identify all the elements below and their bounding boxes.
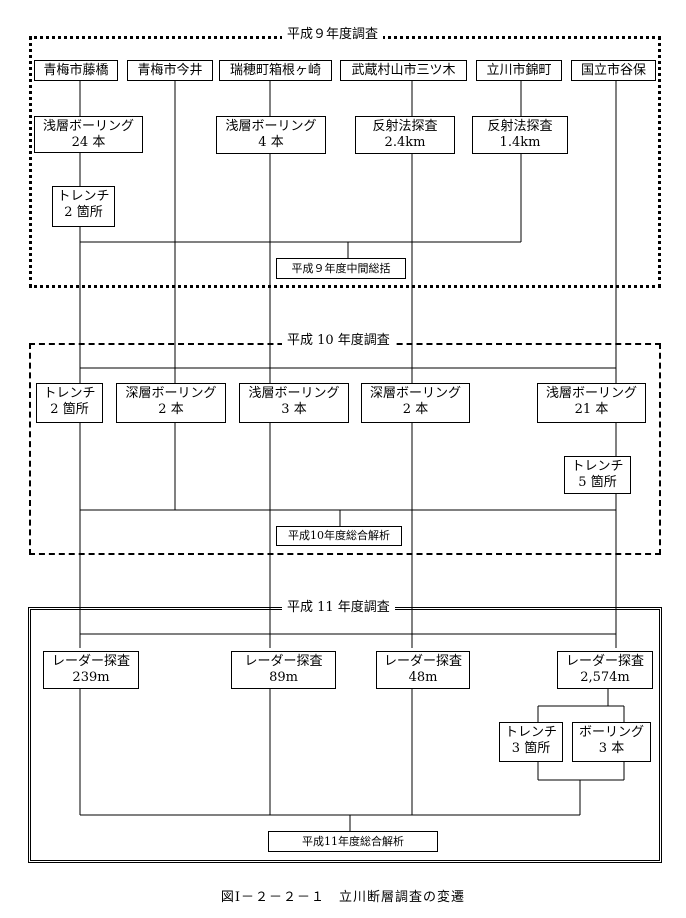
survey-box: 浅層ボーリング 4 本	[216, 116, 326, 154]
survey-quantity: 2 箇所	[64, 205, 103, 220]
site-box: 青梅市今井	[127, 60, 213, 81]
survey-quantity: 2 本	[158, 402, 184, 417]
fy11-section-title: 平成 11 年度調査	[282, 600, 395, 616]
survey-box: 浅層ボーリング 21 本	[537, 383, 646, 423]
survey-quantity: 2.4km	[384, 135, 426, 150]
survey-method: トレンチ	[571, 459, 624, 474]
survey-box: レーダー探査 239m	[43, 651, 139, 689]
survey-quantity: 4 本	[258, 135, 284, 150]
survey-box: レーダー探査 2,574m	[557, 651, 653, 689]
fy10-summary-box: 平成10年度総合解析	[276, 526, 402, 546]
survey-quantity: 1.4km	[499, 135, 541, 150]
survey-quantity: 2 箇所	[50, 402, 89, 417]
survey-box: 浅層ボーリング 24 本	[34, 116, 143, 153]
survey-box: 浅層ボーリング 3 本	[239, 383, 349, 423]
fy9-section-title: 平成９年度調査	[282, 27, 384, 43]
figure-caption: 図Ⅰ－２－２－１ 立川断層調査の変遷	[220, 890, 466, 905]
survey-box: ボーリング 3 本	[572, 722, 651, 762]
summary-label: 平成11年度総合解析	[302, 835, 404, 848]
survey-method: レーダー探査	[51, 654, 130, 669]
fy11-summary-box: 平成11年度総合解析	[268, 831, 438, 852]
survey-method: トレンチ	[43, 386, 96, 401]
survey-method: 反射法探査	[372, 119, 438, 134]
summary-label: 平成10年度総合解析	[288, 529, 390, 542]
site-name: 青梅市今井	[137, 63, 203, 78]
site-name: 武蔵村山市三ツ木	[351, 63, 456, 78]
survey-quantity: 21 本	[574, 402, 609, 417]
fy9-interim-summary-box: 平成９年度中間総括	[276, 258, 406, 279]
survey-method: 浅層ボーリング	[225, 119, 317, 134]
summary-label: 平成９年度中間総括	[291, 262, 391, 275]
survey-method: 反射法探査	[487, 119, 553, 134]
fy10-section-title: 平成 10 年度調査	[282, 333, 395, 349]
survey-method: 浅層ボーリング	[42, 119, 134, 134]
survey-method: 深層ボーリング	[125, 386, 217, 401]
survey-method: レーダー探査	[565, 654, 644, 669]
survey-method: レーダー探査	[244, 654, 323, 669]
survey-box: レーダー探査 89m	[231, 651, 336, 689]
survey-method: 深層ボーリング	[369, 386, 461, 401]
survey-quantity: 3 箇所	[511, 741, 551, 756]
survey-method: 浅層ボーリング	[248, 386, 340, 401]
survey-quantity: 5 箇所	[578, 475, 617, 490]
site-name: 瑞穂町箱根ヶ崎	[229, 63, 321, 78]
site-box: 国立市谷保	[571, 60, 656, 81]
survey-quantity: 48m	[408, 670, 438, 685]
site-box: 青梅市藤橋	[34, 60, 118, 81]
survey-box: 反射法探査 1.4km	[472, 116, 568, 154]
survey-box: 反射法探査 2.4km	[355, 116, 455, 154]
fy11-survey-frame	[28, 607, 662, 863]
survey-box: トレンチ 5 箇所	[564, 456, 631, 494]
survey-quantity: 3 本	[598, 741, 625, 756]
survey-box: 深層ボーリング 2 本	[116, 383, 226, 423]
survey-quantity: 239m	[72, 670, 110, 685]
survey-method: レーダー探査	[383, 654, 462, 669]
site-name: 立川市錦町	[486, 63, 552, 78]
survey-method: トレンチ	[57, 189, 110, 204]
site-box: 武蔵村山市三ツ木	[340, 60, 467, 81]
site-box: 瑞穂町箱根ヶ崎	[219, 60, 332, 81]
survey-method: ボーリング	[578, 725, 644, 740]
survey-method: 浅層ボーリング	[545, 386, 637, 401]
survey-quantity: 24 本	[71, 135, 106, 150]
survey-box: 深層ボーリング 2 本	[361, 383, 470, 423]
survey-box: トレンチ 3 箇所	[499, 722, 563, 762]
site-name: 青梅市藤橋	[43, 63, 109, 78]
survey-method: トレンチ	[504, 725, 557, 740]
survey-quantity: 89m	[269, 670, 298, 685]
survey-quantity: 3 本	[281, 402, 307, 417]
site-name: 国立市谷保	[580, 63, 646, 78]
survey-box: トレンチ 2 箇所	[52, 186, 115, 227]
fy10-survey-frame	[29, 343, 661, 555]
survey-quantity: 2 本	[402, 402, 429, 417]
survey-box: トレンチ 2 箇所	[36, 383, 103, 423]
survey-box: レーダー探査 48m	[376, 651, 470, 689]
survey-quantity: 2,574m	[580, 670, 630, 685]
site-box: 立川市錦町	[476, 60, 562, 81]
